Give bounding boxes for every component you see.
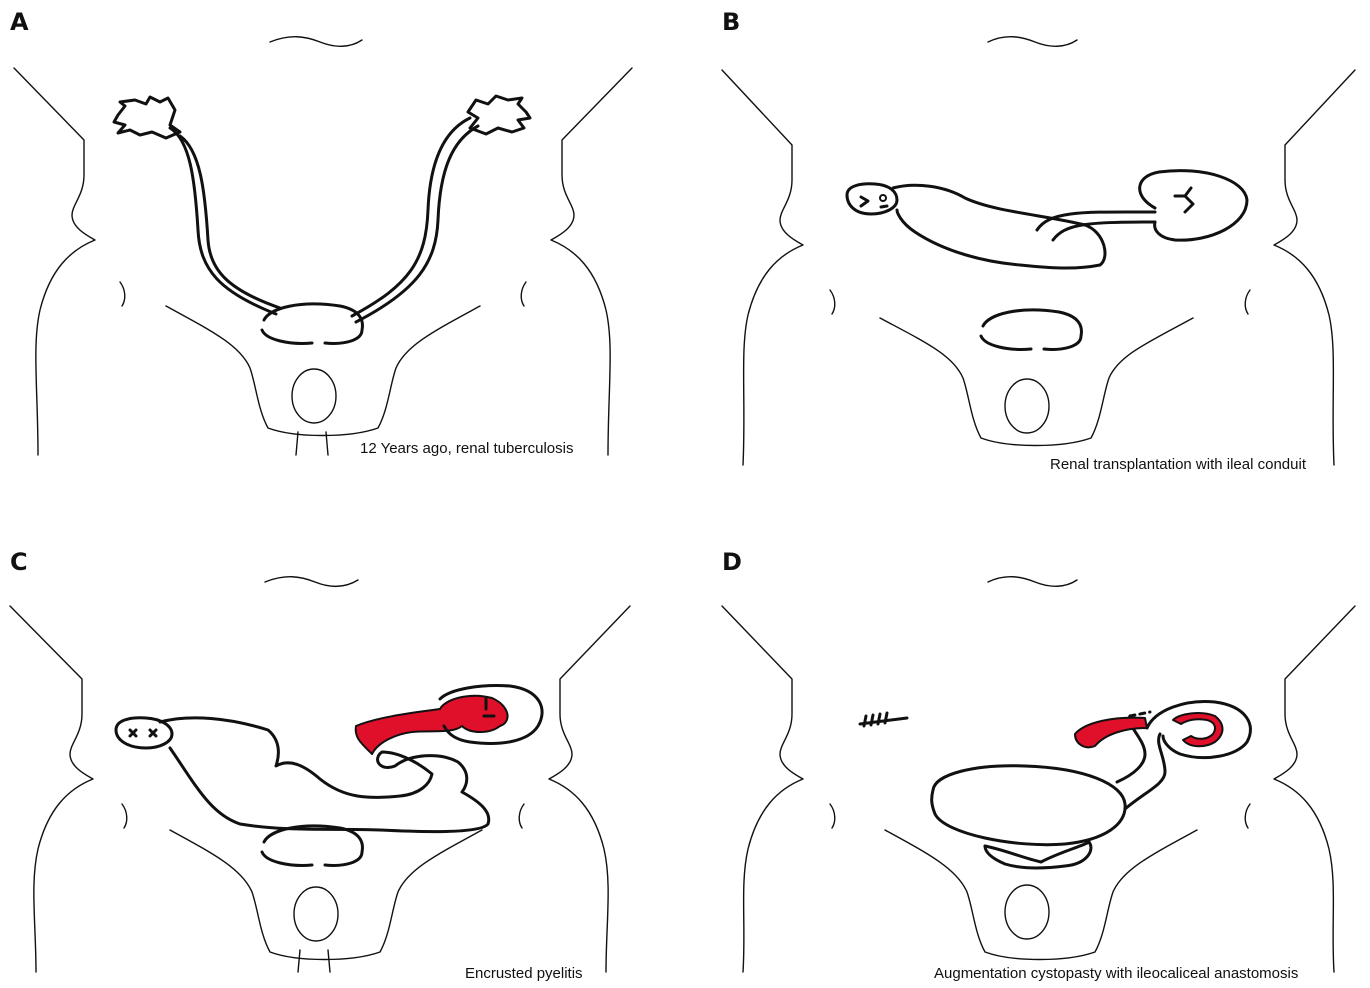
panel-b-caption: Renal transplantation with ileal conduit [1050,456,1306,473]
panel-a-label: A [10,8,29,36]
panel-d-caption: Augmentation cystopasty with ileocalicea… [934,965,1298,982]
panel-c-illustration [0,494,685,988]
panel-d-label: D [722,548,742,576]
panel-d: D Augmentation cystopasty with ileocalic… [685,494,1370,988]
panel-d-illustration [685,494,1370,988]
encrusted-conduit [116,686,542,866]
panel-b-label: B [722,8,740,36]
panel-b: B Renal transplantation with ileal condu… [685,0,1370,494]
panel-a: A 12 Years ago, renal tuberculosis [0,0,685,494]
torso-outline [722,37,1355,465]
ileal-conduit-and-transplant-kidney [847,171,1247,350]
panel-c-caption: Encrusted pyelitis [465,965,583,982]
native-urinary-tract [114,96,530,343]
panel-b-illustration [685,0,1370,494]
torso-outline [10,577,630,972]
panel-c: C Encrusted pyelitis [0,494,685,988]
panel-c-label: C [10,548,28,576]
panel-a-illustration [0,0,685,494]
augmentation-cystoplasty [860,702,1250,868]
torso-outline [14,37,632,455]
torso-outline [722,577,1355,972]
panel-a-caption: 12 Years ago, renal tuberculosis [360,440,573,457]
